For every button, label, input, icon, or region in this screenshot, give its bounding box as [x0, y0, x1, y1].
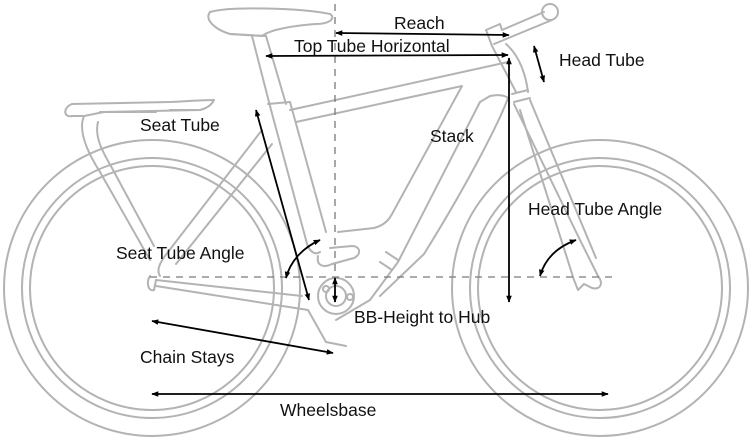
label-head-tube-angle: Head Tube Angle: [528, 199, 662, 219]
front-wheel: [451, 139, 749, 437]
reach-arrow: [335, 30, 510, 38]
label-stack: Stack: [430, 126, 474, 146]
label-reach: Reach: [394, 13, 445, 33]
seatpost: [251, 35, 291, 107]
guide-lines: [150, 4, 612, 300]
chain-stays-arrow: [151, 319, 334, 355]
frame: [146, 61, 509, 347]
label-top-tube-horizontal: Top Tube Horizontal: [294, 36, 450, 56]
head-tube-assembly: [485, 3, 602, 291]
head-tube-angle-arc: [539, 239, 577, 277]
label-bb-height-to-hub: BB-Height to Hub: [354, 307, 490, 327]
label-wheelbase: Wheelsbase: [280, 400, 376, 420]
dimension-arrows: [151, 30, 609, 397]
label-seat-tube-angle: Seat Tube Angle: [116, 243, 244, 263]
rear-rack: [64, 99, 215, 261]
head-tube-arrow: [532, 45, 546, 83]
saddle: [207, 7, 334, 37]
seat-tube-angle-arc: [284, 239, 321, 279]
label-seat-tube: Seat Tube: [140, 115, 220, 135]
rear-wheel: [3, 139, 301, 437]
top-tube-horizontal-arrow: [265, 52, 509, 59]
label-head-tube: Head Tube: [559, 50, 645, 70]
label-chain-stays: Chain Stays: [140, 347, 235, 367]
labels: Reach Top Tube Horizontal Head Tube Seat…: [116, 13, 662, 420]
